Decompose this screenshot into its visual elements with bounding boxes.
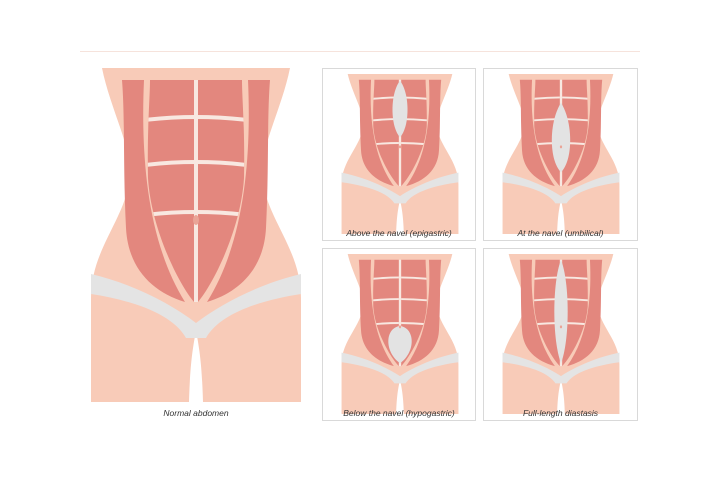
- navel: [398, 145, 402, 149]
- epigastric-illustration: [341, 74, 459, 234]
- oblique-muscles: [519, 259, 603, 367]
- panel-hypogastric: Below the navel (hypogastric): [322, 248, 476, 421]
- diastasis-gap: [388, 325, 412, 364]
- navel: [193, 215, 199, 225]
- caption-full-length: Full-length diastasis: [522, 408, 599, 418]
- umbilical-illustration: [502, 74, 620, 234]
- navel: [559, 325, 563, 329]
- caption-umbilical: At the navel (umbilical): [517, 228, 604, 238]
- underwear: [341, 172, 459, 204]
- diastasis-gap: [554, 259, 568, 364]
- full-length-illustration: [502, 254, 620, 414]
- navel: [398, 325, 402, 329]
- underwear: [502, 172, 620, 204]
- normal-abdomen-illustration: [91, 68, 301, 402]
- underwear: [341, 352, 459, 384]
- panel-epigastric: Above the navel (epigastric): [322, 68, 476, 241]
- oblique-muscles: [122, 80, 270, 302]
- hypogastric-illustration: [341, 254, 459, 414]
- panel-umbilical: At the navel (umbilical): [483, 68, 638, 241]
- divider-line: [80, 51, 640, 52]
- navel: [559, 145, 563, 149]
- caption-normal-abdomen: Normal abdomen: [163, 408, 229, 418]
- diastasis-gap: [551, 102, 571, 173]
- linea-alba: [194, 80, 198, 302]
- diastasis-gap: [392, 80, 408, 138]
- panel-full-length: Full-length diastasis: [483, 248, 638, 421]
- caption-epigastric: Above the navel (epigastric): [346, 228, 452, 238]
- oblique-muscles: [358, 79, 442, 187]
- underwear: [91, 274, 301, 338]
- underwear: [502, 352, 620, 384]
- oblique-muscles: [358, 259, 442, 367]
- caption-hypogastric: Below the navel (hypogastric): [343, 408, 455, 418]
- oblique-muscles: [519, 79, 603, 187]
- normal-abdomen-figure: Normal abdomen: [90, 68, 302, 423]
